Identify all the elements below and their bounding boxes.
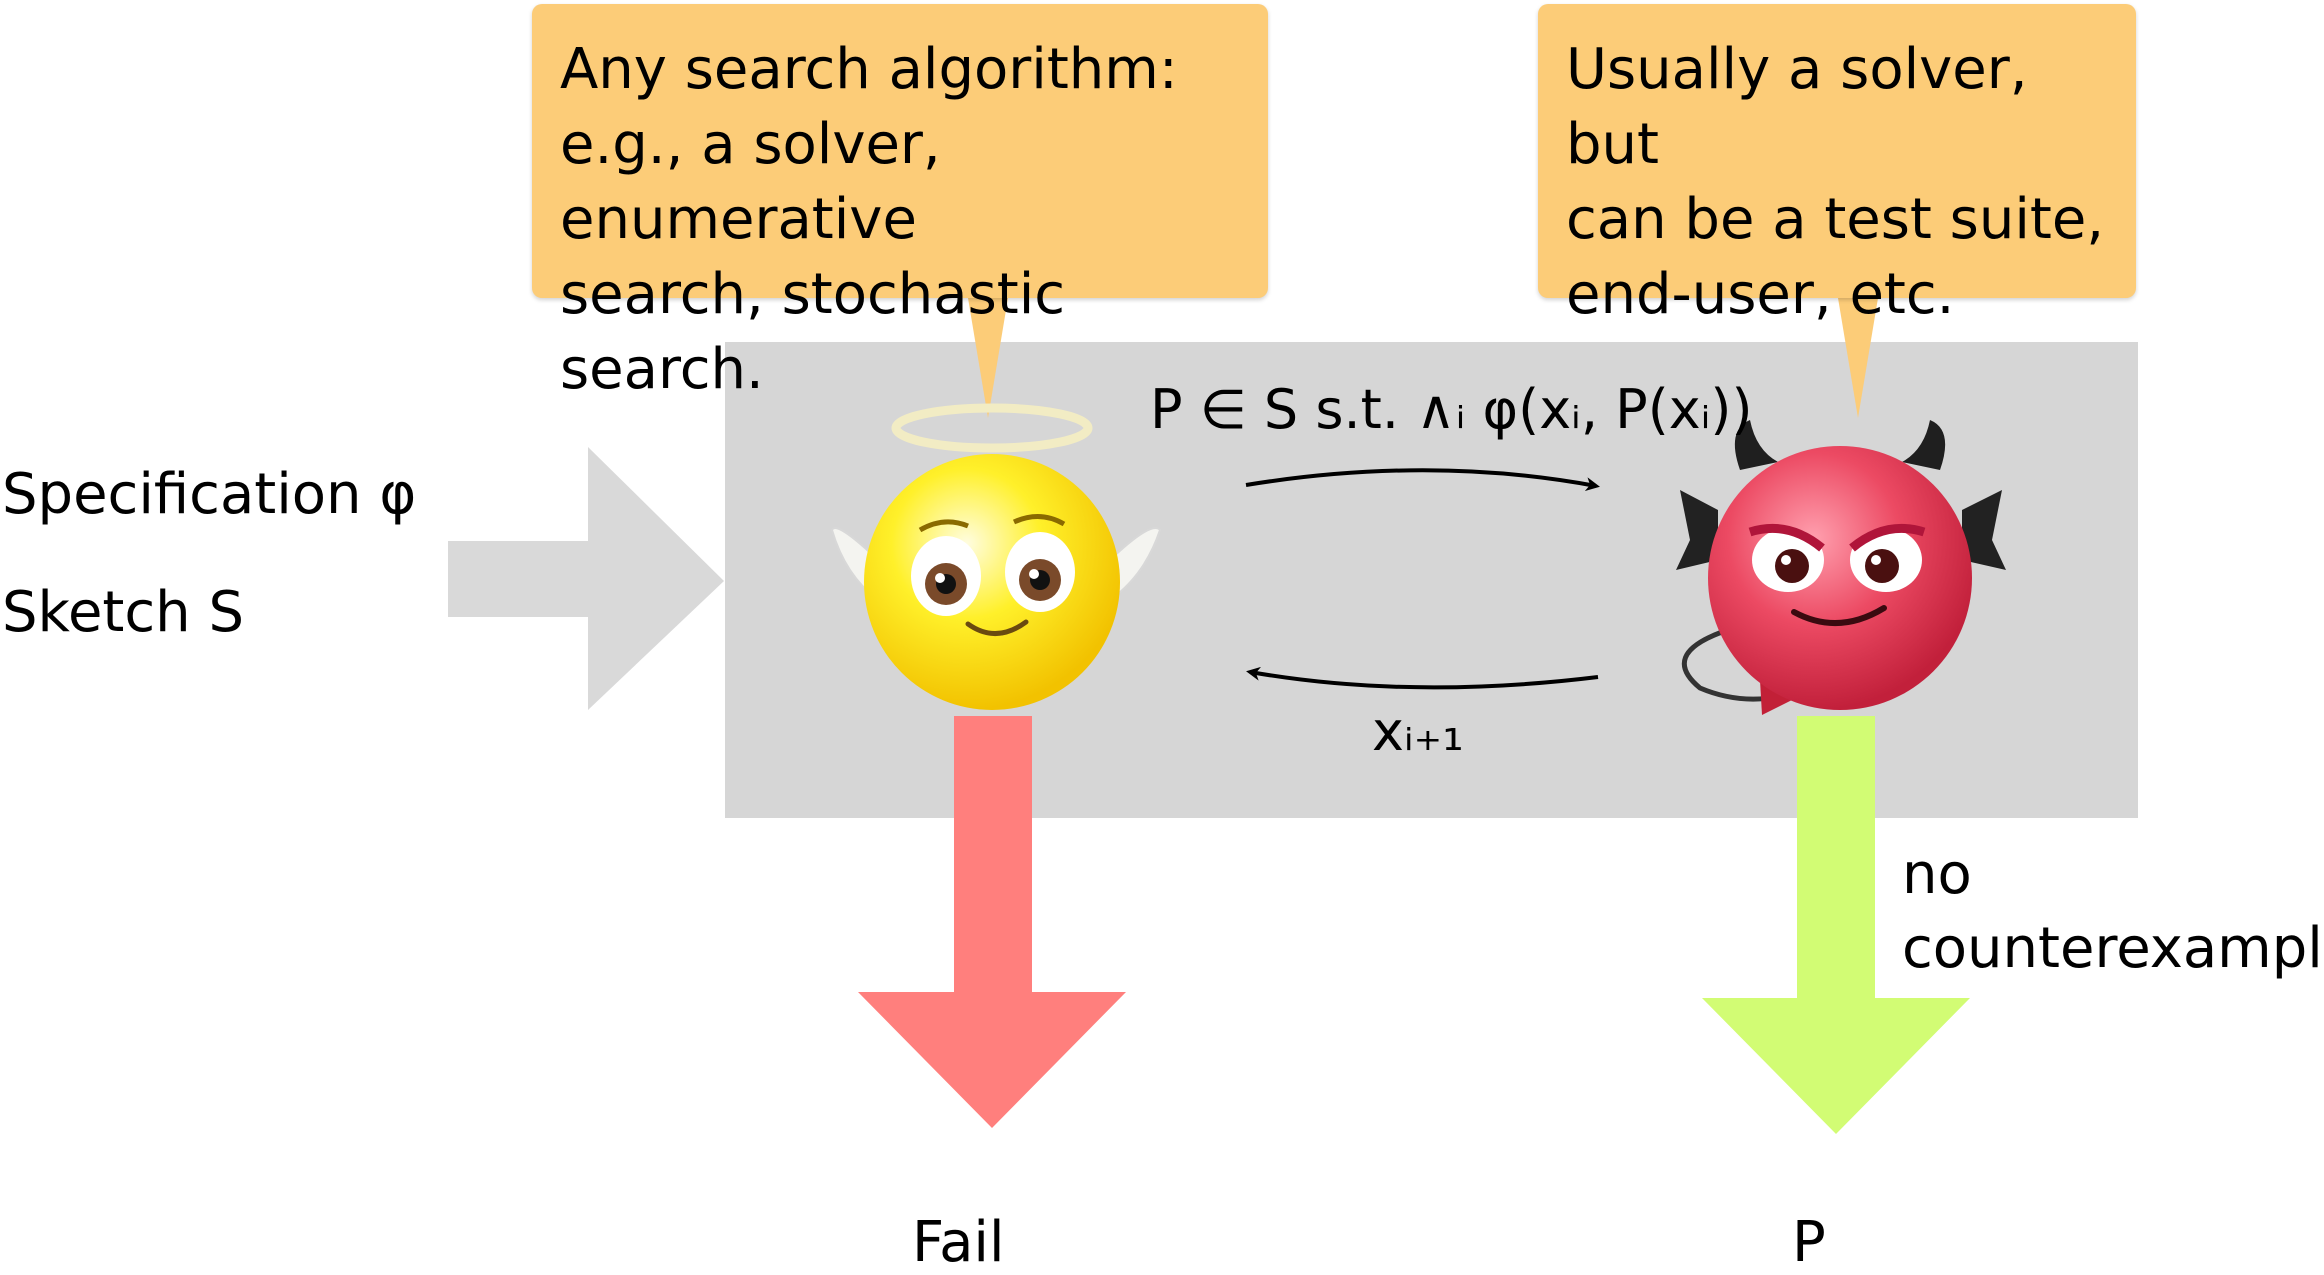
no-counterexample-label: no counterexample (1902, 842, 2324, 981)
fail-output-label: Fail (912, 1210, 1005, 1275)
program-output-label: P (1792, 1210, 1826, 1275)
devil-emoji-icon (1676, 420, 2006, 715)
right-callout-pointer (1838, 298, 1878, 418)
left-callout-pointer (968, 298, 1008, 418)
fail-arrow (858, 716, 1126, 1128)
synthesizer-callout: Any search algorithm: e.g., a solver, en… (532, 4, 1268, 402)
counterexample-label: xᵢ₊₁ (1372, 700, 1464, 763)
synthesizer-callout-text: Any search algorithm: e.g., a solver, en… (560, 37, 1178, 402)
sketch-label: Sketch S (2, 580, 245, 645)
query-arrow (1245, 468, 1600, 492)
angel-emoji-icon (830, 403, 1162, 710)
verifier-callout-text: Usually a solver, but can be a test suit… (1566, 37, 2105, 327)
input-arrow (448, 447, 724, 710)
verifier-callout: Usually a solver, but can be a test suit… (1538, 4, 2136, 327)
synthesis-query-formula: P ∈ S s.t. ∧ᵢ φ(xᵢ, P(xᵢ)) (1150, 378, 1753, 441)
counterexample-arrow (1246, 666, 1599, 690)
specification-label: Specification φ (2, 462, 417, 527)
success-arrow (1702, 716, 1970, 1134)
